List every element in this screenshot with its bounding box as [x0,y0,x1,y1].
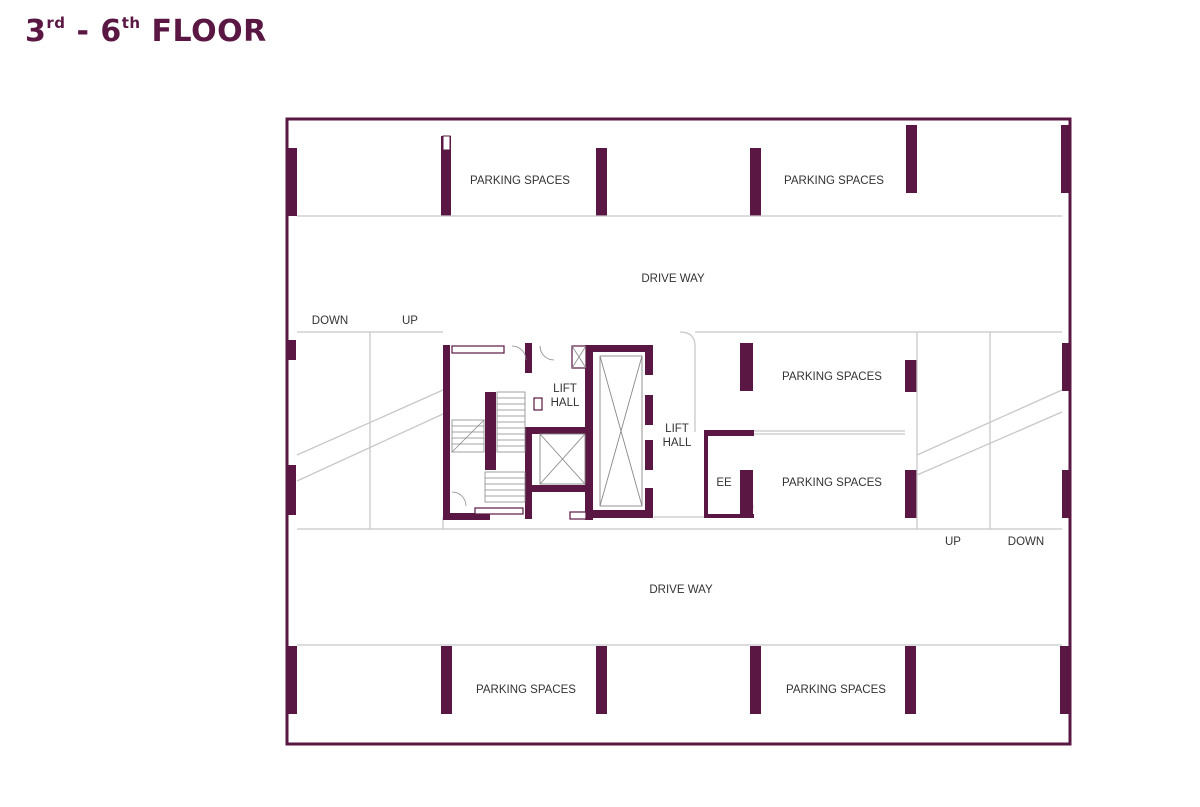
driveway-lines [296,215,1063,646]
columns [288,125,1070,714]
ee-label: EE [716,477,732,489]
column [905,646,916,714]
outer-wall [285,117,1072,746]
ramp-up-label: UP [402,315,418,327]
column [596,148,607,216]
driveway-label: DRIVE WAY [641,273,705,285]
column [1061,125,1070,193]
page-title: 3rd - 6th FLOOR [25,14,267,49]
core [443,343,754,520]
parking-label: PARKING SPACES [470,175,570,187]
column [750,148,761,216]
column [441,136,451,216]
column [750,646,761,714]
parking-label: PARKING SPACES [784,175,884,187]
parking-label: PARKING SPACES [786,684,886,696]
ramp-down-label: DOWN [1008,536,1044,548]
driveway-label: DRIVE WAY [649,584,713,596]
column [441,646,452,714]
parking-label: PARKING SPACES [782,371,882,383]
lift-hall-label: LIFT [553,383,577,395]
ramp-up-label: UP [945,536,961,548]
column [288,148,297,216]
column [288,465,296,515]
lift-hall-label: HALL [663,437,692,449]
column [288,646,297,714]
column [1062,470,1070,518]
column-outline [442,135,451,151]
labels: PARKING SPACES PARKING SPACES DRIVE WAY … [312,175,1044,696]
column [906,125,917,193]
parking-label: PARKING SPACES [782,477,882,489]
column [596,646,607,714]
lift-hall-label: LIFT [665,423,689,435]
ramp-down-label: DOWN [312,315,348,327]
column [740,343,753,391]
column [1062,343,1070,391]
column [1060,646,1070,714]
lift-hall-label: HALL [551,397,580,409]
parking-label: PARKING SPACES [476,684,576,696]
column [905,360,917,392]
column [905,470,917,518]
column [288,340,296,360]
